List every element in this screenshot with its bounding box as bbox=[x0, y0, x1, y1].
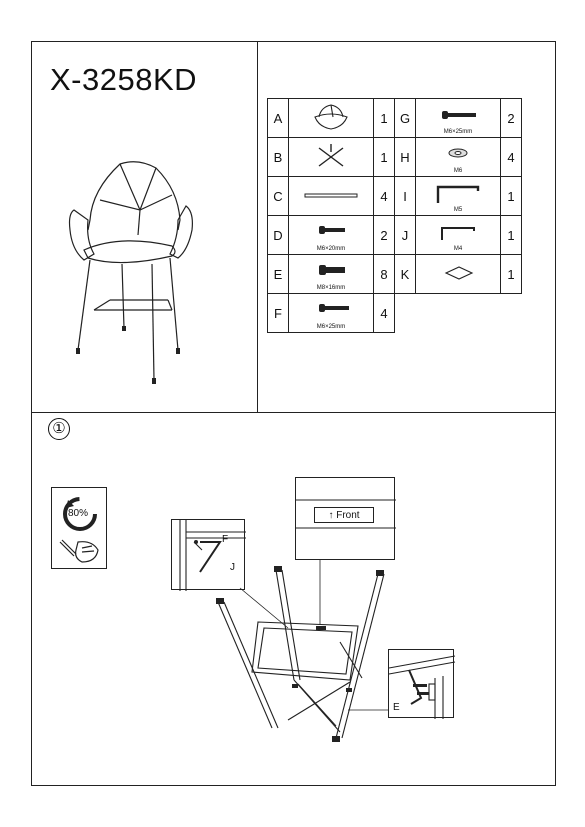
part-letter: H bbox=[394, 137, 416, 177]
part-letter: B bbox=[267, 137, 289, 177]
part-k-cell bbox=[415, 254, 501, 294]
leg-tube-icon bbox=[304, 193, 358, 198]
part-letter: F bbox=[267, 293, 289, 333]
part-qty: 1 bbox=[500, 176, 522, 216]
divider-horizontal bbox=[31, 412, 556, 413]
part-qty: 2 bbox=[500, 98, 522, 138]
part-f-cell: M6×25mm bbox=[288, 293, 374, 333]
front-label: Front bbox=[336, 510, 360, 521]
part-letter: C bbox=[267, 176, 289, 216]
part-h-cell: M6 bbox=[415, 137, 501, 177]
label-j: J bbox=[230, 562, 235, 573]
part-a-cell bbox=[288, 98, 374, 138]
bar-stool-illustration bbox=[68, 161, 193, 384]
part-qty: 1 bbox=[500, 254, 522, 294]
detail-callout-right: E bbox=[388, 649, 456, 719]
part-letter: E bbox=[267, 254, 289, 294]
part-c-cell bbox=[288, 176, 374, 216]
assembly-diagram bbox=[216, 560, 388, 742]
part-letter: K bbox=[394, 254, 416, 294]
part-caption: M4 bbox=[453, 246, 463, 252]
part-qty: 1 bbox=[500, 215, 522, 255]
part-b-cell bbox=[288, 137, 374, 177]
part-caption: M5 bbox=[453, 207, 463, 213]
bolt-icon bbox=[319, 265, 345, 275]
part-qty: 4 bbox=[373, 176, 395, 216]
part-caption: M6×25mm bbox=[443, 129, 473, 135]
frame-bar-detail bbox=[296, 499, 396, 529]
hand-with-key-icon bbox=[59, 539, 99, 563]
leg-joint-detail bbox=[179, 520, 246, 591]
model-number: X-3258KD bbox=[50, 62, 198, 97]
part-qty: 1 bbox=[373, 137, 395, 177]
part-i-cell: M5 bbox=[415, 176, 501, 216]
part-caption: M6 bbox=[453, 168, 463, 174]
detail-callout-top: ↑ Front bbox=[295, 477, 396, 560]
seat-icon bbox=[314, 104, 348, 130]
tighten-percent: 80% bbox=[68, 508, 89, 519]
detail-callout-left: F J bbox=[171, 519, 246, 591]
part-d-cell: M6×20mm bbox=[288, 215, 374, 255]
step-number: ① bbox=[48, 418, 70, 440]
instruction-sheet bbox=[31, 41, 556, 786]
part-caption: M6×20mm bbox=[316, 246, 346, 252]
bolt-icon bbox=[442, 111, 476, 119]
part-letter: A bbox=[267, 98, 289, 138]
cross-bracket-icon bbox=[318, 144, 344, 167]
part-qty: 1 bbox=[373, 98, 395, 138]
bolt-icon bbox=[319, 226, 345, 234]
rotation-arrow-icon bbox=[63, 497, 97, 531]
front-sticker: ↑ Front bbox=[314, 507, 374, 523]
bolt-icon bbox=[319, 304, 349, 312]
part-qty: 4 bbox=[373, 293, 395, 333]
part-qty: 2 bbox=[373, 215, 395, 255]
part-letter: I bbox=[394, 176, 416, 216]
part-caption: M8×16mm bbox=[316, 285, 346, 291]
divider-vertical bbox=[257, 41, 258, 413]
part-caption: M6×25mm bbox=[316, 324, 346, 330]
part-letter: J bbox=[394, 215, 416, 255]
part-g-cell: M6×25mm bbox=[415, 98, 501, 138]
bolt-joint-detail bbox=[388, 655, 456, 719]
label-e: E bbox=[393, 702, 400, 713]
allen-key-icon bbox=[441, 227, 475, 240]
part-j-cell: M4 bbox=[415, 215, 501, 255]
part-qty: 4 bbox=[500, 137, 522, 177]
label-f: F bbox=[222, 534, 229, 545]
allen-key-icon bbox=[436, 185, 480, 203]
part-e-cell: M8×16mm bbox=[288, 254, 374, 294]
part-qty: 8 bbox=[373, 254, 395, 294]
part-letter: D bbox=[267, 215, 289, 255]
part-letter: G bbox=[394, 98, 416, 138]
foot-pad-icon bbox=[444, 266, 474, 280]
washer-icon bbox=[448, 148, 468, 158]
parts-table: A 1 G M6×25mm 2 B bbox=[267, 98, 522, 333]
tighten-80-percent-panel: 80% bbox=[51, 487, 107, 569]
